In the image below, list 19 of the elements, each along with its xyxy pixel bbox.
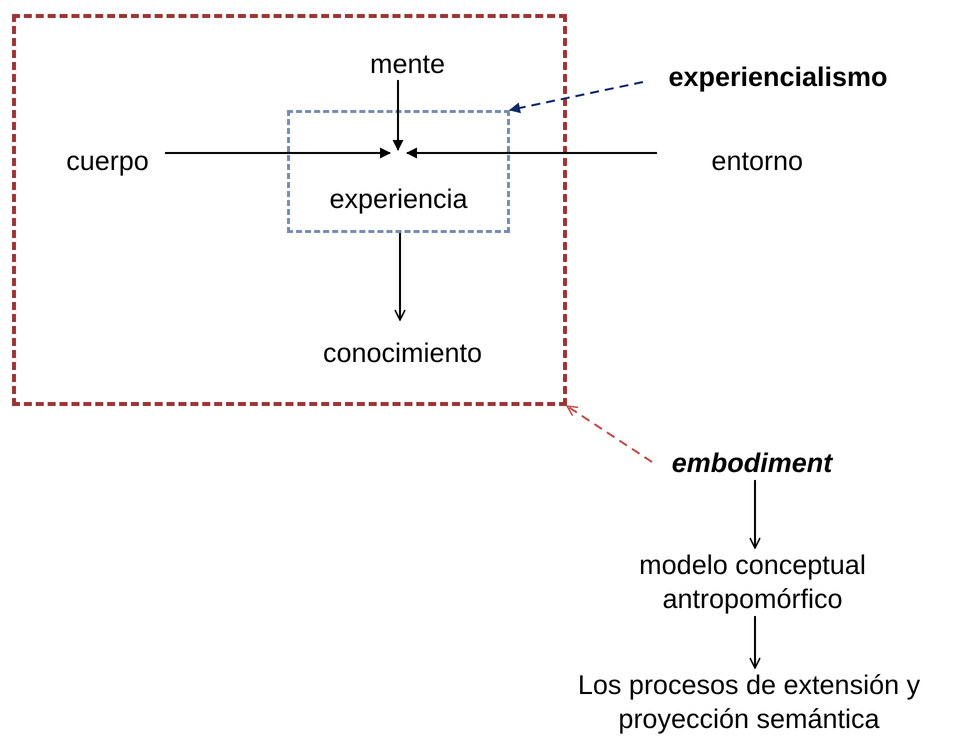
concept-label: modelo conceptual antropomórfico xyxy=(638,549,867,616)
concept-label: experiencia xyxy=(329,183,468,216)
concept-label: mente xyxy=(370,48,446,81)
concept-label: experiencialismo xyxy=(668,61,888,94)
dashed-frame xyxy=(12,14,567,406)
arrow xyxy=(566,405,653,463)
arrow xyxy=(165,148,391,158)
dashed-frame xyxy=(287,110,510,233)
arrow xyxy=(749,480,761,549)
arrow xyxy=(749,616,761,669)
concept-label: entorno xyxy=(711,145,803,178)
concept-label: Los procesos de extensión y proyección semántica xyxy=(576,669,922,736)
arrow xyxy=(394,233,406,321)
concept-label: embodiment xyxy=(672,447,832,480)
arrow xyxy=(406,148,657,158)
concept-label: conocimiento xyxy=(322,337,482,370)
arrow xyxy=(509,81,644,114)
arrow xyxy=(392,80,404,151)
concept-label: cuerpo xyxy=(66,145,149,178)
